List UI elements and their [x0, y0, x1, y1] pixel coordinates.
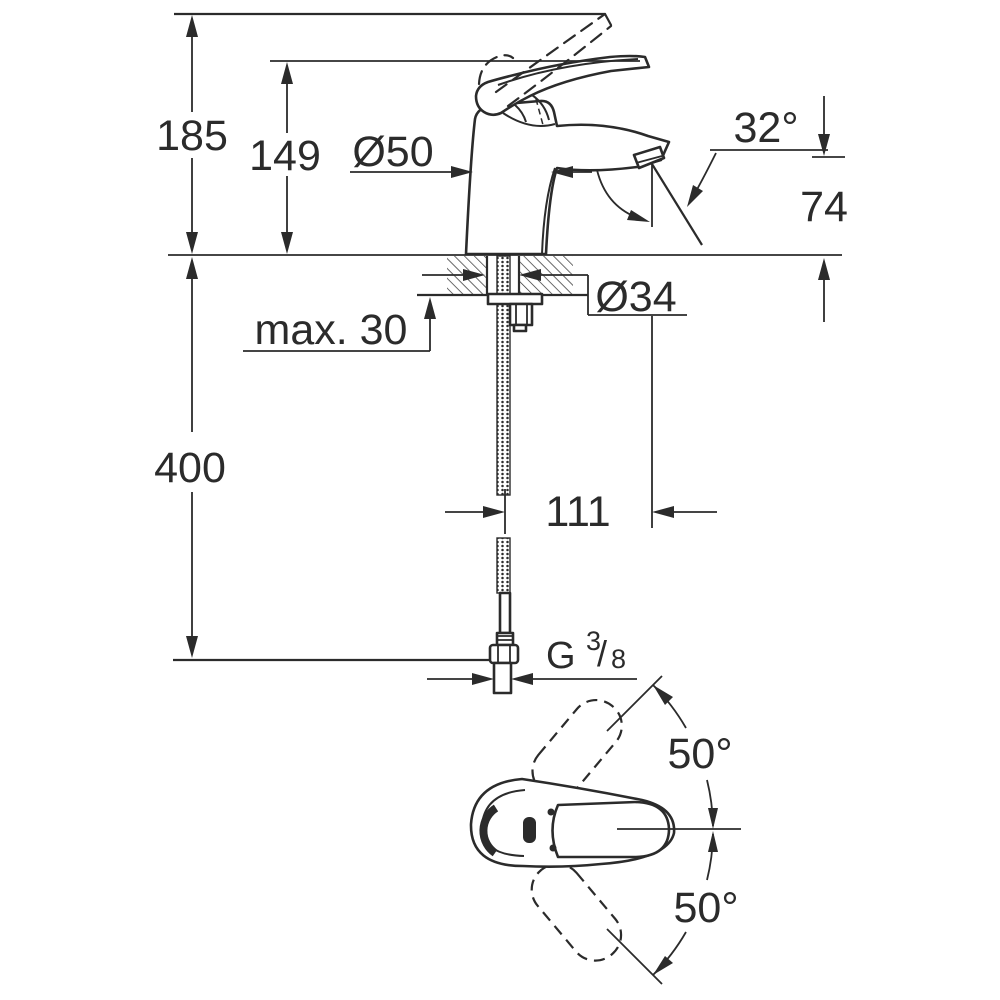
dim-label-g-numerator: 3	[586, 626, 601, 656]
g38-pipe	[492, 661, 513, 695]
dim-o50-arrow-right	[451, 166, 473, 178]
dim-label-111: 111	[545, 488, 610, 536]
dim-111-arrow-right	[483, 506, 505, 518]
dim-g38-arrow-right	[472, 673, 494, 685]
dim-74-arrow-up	[818, 258, 830, 280]
swing-lower-radius-line	[606, 928, 663, 985]
body-inner-curve	[541, 167, 556, 255]
dim-label-74: 74	[800, 183, 848, 231]
raised-lever-tip	[603, 12, 613, 27]
lever-neck-lines	[514, 94, 550, 123]
dim-185-arrow-up	[186, 15, 198, 37]
dim-400-arrow-up	[186, 257, 198, 279]
cartridge-dome-line	[502, 112, 556, 127]
dim-400-arrow-down	[186, 636, 198, 658]
dim-label-o50: Ø50	[352, 128, 433, 176]
cartridge-hidden-line	[535, 98, 544, 126]
dim-149-arrow-up	[281, 62, 293, 84]
g38-connector-nut	[488, 643, 520, 665]
dim-label-149: 149	[249, 132, 321, 180]
handle-plan-logo-mark	[523, 817, 536, 843]
swing-lower-arrow-center	[708, 831, 718, 852]
mounting-stud-tip	[512, 323, 528, 333]
dim-label-max30: max. 30	[255, 306, 408, 354]
dim-label-g-denominator: 8	[611, 644, 626, 674]
dim-label-50-lower: 50°	[673, 884, 738, 932]
dim-o34-arrow-right	[463, 269, 485, 281]
side-view-faucet	[464, 12, 703, 528]
dim-185-arrow-down	[186, 232, 198, 254]
faucet-body-outline	[464, 99, 671, 256]
raised-lever-bottom-edge	[506, 24, 613, 108]
top-view-handle: 50° 50°	[469, 675, 741, 985]
dim-o50-arrow-left	[551, 166, 573, 178]
handle-plan-crescent	[479, 804, 499, 857]
dim-label-g-slash: /	[597, 633, 607, 674]
thread-marks	[498, 635, 513, 641]
dim-g38-arrow-left	[511, 673, 533, 685]
swing-upper-arrow-far	[653, 685, 673, 705]
dim-label-50-upper: 50°	[667, 730, 732, 778]
swing-upper-arrow-center	[708, 808, 718, 829]
handle-plan-dot-bottom	[549, 844, 557, 852]
dim-111-arrow-left	[652, 506, 674, 518]
mounting-nut	[508, 302, 534, 327]
g38-nut-facets	[497, 645, 511, 663]
aerator	[632, 145, 666, 170]
dim-max30-arrow-up	[424, 297, 436, 319]
mounting-nut-facets	[515, 304, 528, 325]
handle-plan-dot-top	[547, 808, 555, 816]
dimensions: 185 149 400 Ø50 32° 74 Ø34	[154, 12, 848, 685]
hose-end-pipe	[498, 591, 512, 635]
mounting-washer	[486, 292, 544, 306]
dim-o34-lines	[422, 274, 687, 316]
dim-o34-arrow-left	[519, 269, 541, 281]
aerator-inner-line	[635, 155, 663, 164]
hose-thread-collar	[495, 631, 515, 647]
dim-label-32: 32°	[733, 104, 798, 152]
swing-upper-radius-line	[606, 675, 663, 732]
water-stream-line	[651, 163, 703, 246]
raised-lever-knob	[477, 54, 515, 86]
dim-32-arrowhead	[687, 185, 703, 207]
handle-plan-lever	[551, 800, 671, 859]
supply-hose-upper	[496, 255, 511, 496]
dim-max30-lines	[243, 318, 431, 352]
dim-149-arrow-down	[281, 232, 293, 254]
dim-label-g: G	[546, 635, 576, 677]
dim-74-arrow-down	[818, 134, 830, 156]
swing-lower-arrow-far	[653, 956, 673, 975]
handle-position-lower-dashed	[530, 862, 623, 962]
raised-lever-top-edge	[494, 12, 607, 94]
side-view-mounting	[417, 255, 588, 695]
flow-direction-arrowhead	[627, 210, 650, 222]
dim-label-400: 400	[154, 444, 226, 492]
dim-label-185: 185	[156, 112, 228, 160]
supply-hose-lower	[496, 537, 511, 594]
dim-label-o34: Ø34	[595, 273, 676, 321]
